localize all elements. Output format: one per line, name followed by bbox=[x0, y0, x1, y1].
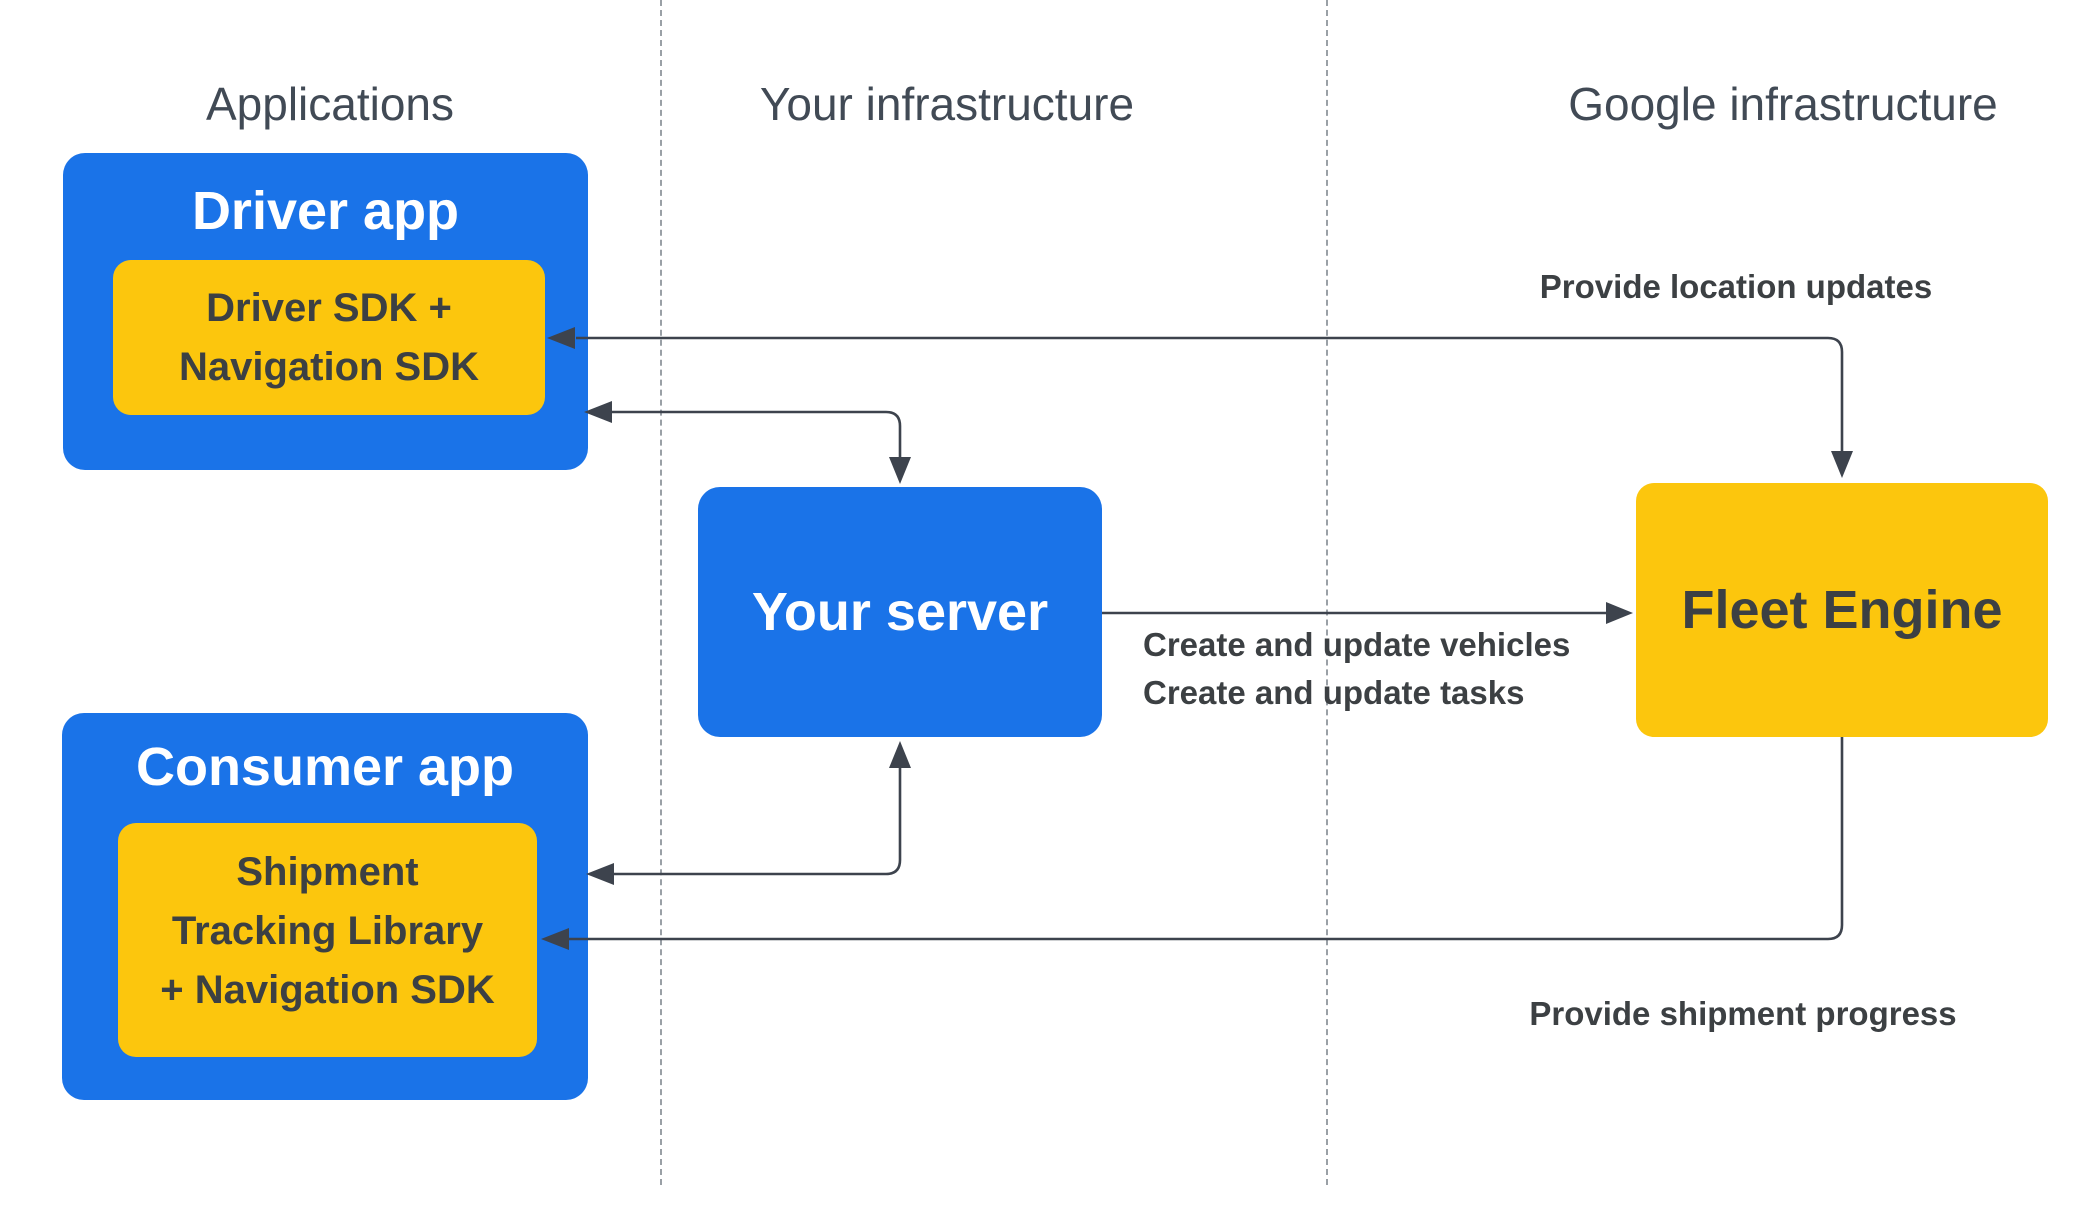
fleet-engine-node: Fleet Engine bbox=[1636, 483, 2048, 737]
edge-label-create-update-tasks: Create and update tasks bbox=[1143, 674, 1525, 711]
edge-label-create-update-vehicles: Create and update vehicles bbox=[1143, 626, 1571, 663]
column-header-your-infrastructure: Your infrastructure bbox=[759, 78, 1135, 130]
driver-sdk-line-2: Navigation SDK bbox=[178, 344, 480, 389]
edge-label-provide-shipment-progress: Provide shipment progress bbox=[1529, 995, 1957, 1032]
arrowhead-into-shipment-library bbox=[541, 928, 569, 950]
shipment-sdk-line-1: Shipment bbox=[236, 849, 419, 894]
edge-driver-app-your-server bbox=[612, 410, 902, 457]
column-divider-right bbox=[1326, 0, 1328, 1185]
shipment-tracking-library-node: Shipment Tracking Library + Navigation S… bbox=[118, 823, 537, 1057]
edge-label-provide-location-updates: Provide location updates bbox=[1539, 268, 1933, 305]
edge-fleet-engine-shipment-library bbox=[569, 737, 1844, 941]
arrowhead-into-your-server-top bbox=[889, 457, 911, 484]
arrowhead-into-driver-app bbox=[584, 401, 612, 423]
fleet-engine-title: Fleet Engine bbox=[1681, 580, 2003, 640]
edge-driver-sdk-fleet-engine bbox=[576, 336, 1844, 452]
column-divider-left bbox=[660, 0, 662, 1185]
arrowhead-into-fleet-engine-left bbox=[1606, 602, 1633, 624]
consumer-app-title: Consumer app bbox=[135, 737, 515, 797]
driver-sdk-line-1: Driver SDK + bbox=[206, 285, 452, 330]
column-header-google-infrastructure: Google infrastructure bbox=[1568, 78, 1998, 130]
driver-app-title: Driver app bbox=[191, 181, 460, 241]
shipment-sdk-line-2: Tracking Library bbox=[171, 908, 484, 953]
your-server-title: Your server bbox=[751, 582, 1049, 642]
arrowhead-into-driver-sdk bbox=[547, 327, 575, 349]
edge-consumer-app-your-server bbox=[614, 767, 902, 876]
your-server-node: Your server bbox=[698, 487, 1102, 737]
driver-sdk-node: Driver SDK + Navigation SDK bbox=[113, 260, 545, 415]
arrowhead-into-fleet-engine-top bbox=[1831, 451, 1853, 478]
arrowhead-into-consumer-app bbox=[586, 863, 614, 885]
shipment-sdk-line-3: + Navigation SDK bbox=[160, 967, 495, 1012]
arrowhead-into-your-server-bottom bbox=[889, 741, 911, 768]
column-header-applications: Applications bbox=[205, 78, 455, 130]
